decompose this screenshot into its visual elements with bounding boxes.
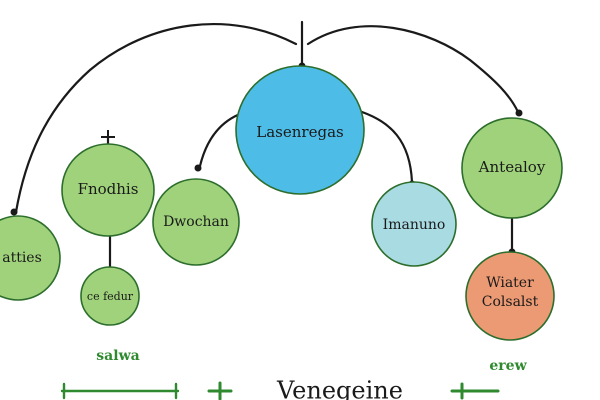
node-right-top-circle: [461, 117, 563, 219]
node-mid-right-circle: [371, 181, 457, 267]
node-right-top-label: Antealoy: [478, 158, 546, 176]
node-left-top-circle: [61, 143, 155, 237]
node-center-circle: [235, 65, 365, 195]
node-left-top-label: Fnodhis: [78, 180, 139, 198]
junction-dot-right: [515, 109, 523, 117]
footer-decoration: [60, 381, 500, 400]
node-left-small-label: ce fedur: [87, 290, 134, 303]
footer-title: Venegeine: [276, 377, 403, 400]
node-right-orange-circle: [465, 251, 555, 341]
junction-dot-leftedge: [10, 208, 18, 216]
connector-top-right-arc: [306, 25, 520, 114]
node-mid-left-circle: [152, 178, 240, 266]
node-left-small-circle: [80, 266, 140, 326]
node-right-orange-label-2: Colsalst: [482, 294, 539, 310]
node-right-orange-label-1: Wiater: [486, 275, 534, 291]
node-mid-left-label: Dwochan: [163, 214, 229, 230]
node-center-label: Lasenregas: [256, 123, 343, 141]
node-mid-right-label: Imanuno: [383, 217, 446, 233]
footer-right-plus-icon: [450, 382, 500, 400]
node-left-edge-circle: [0, 215, 61, 301]
annotation-right-bottom: erew: [489, 358, 527, 374]
annotation-left-bottom: salwa: [96, 348, 139, 364]
connector-center-to-midright: [360, 110, 414, 184]
node-left-edge-label: atties: [2, 250, 42, 266]
connector-top-left-arc: [14, 23, 298, 214]
plus-mark-icon: [101, 130, 115, 144]
footer-plus-icon: [207, 381, 233, 400]
junction-dot-midleft: [194, 164, 202, 172]
